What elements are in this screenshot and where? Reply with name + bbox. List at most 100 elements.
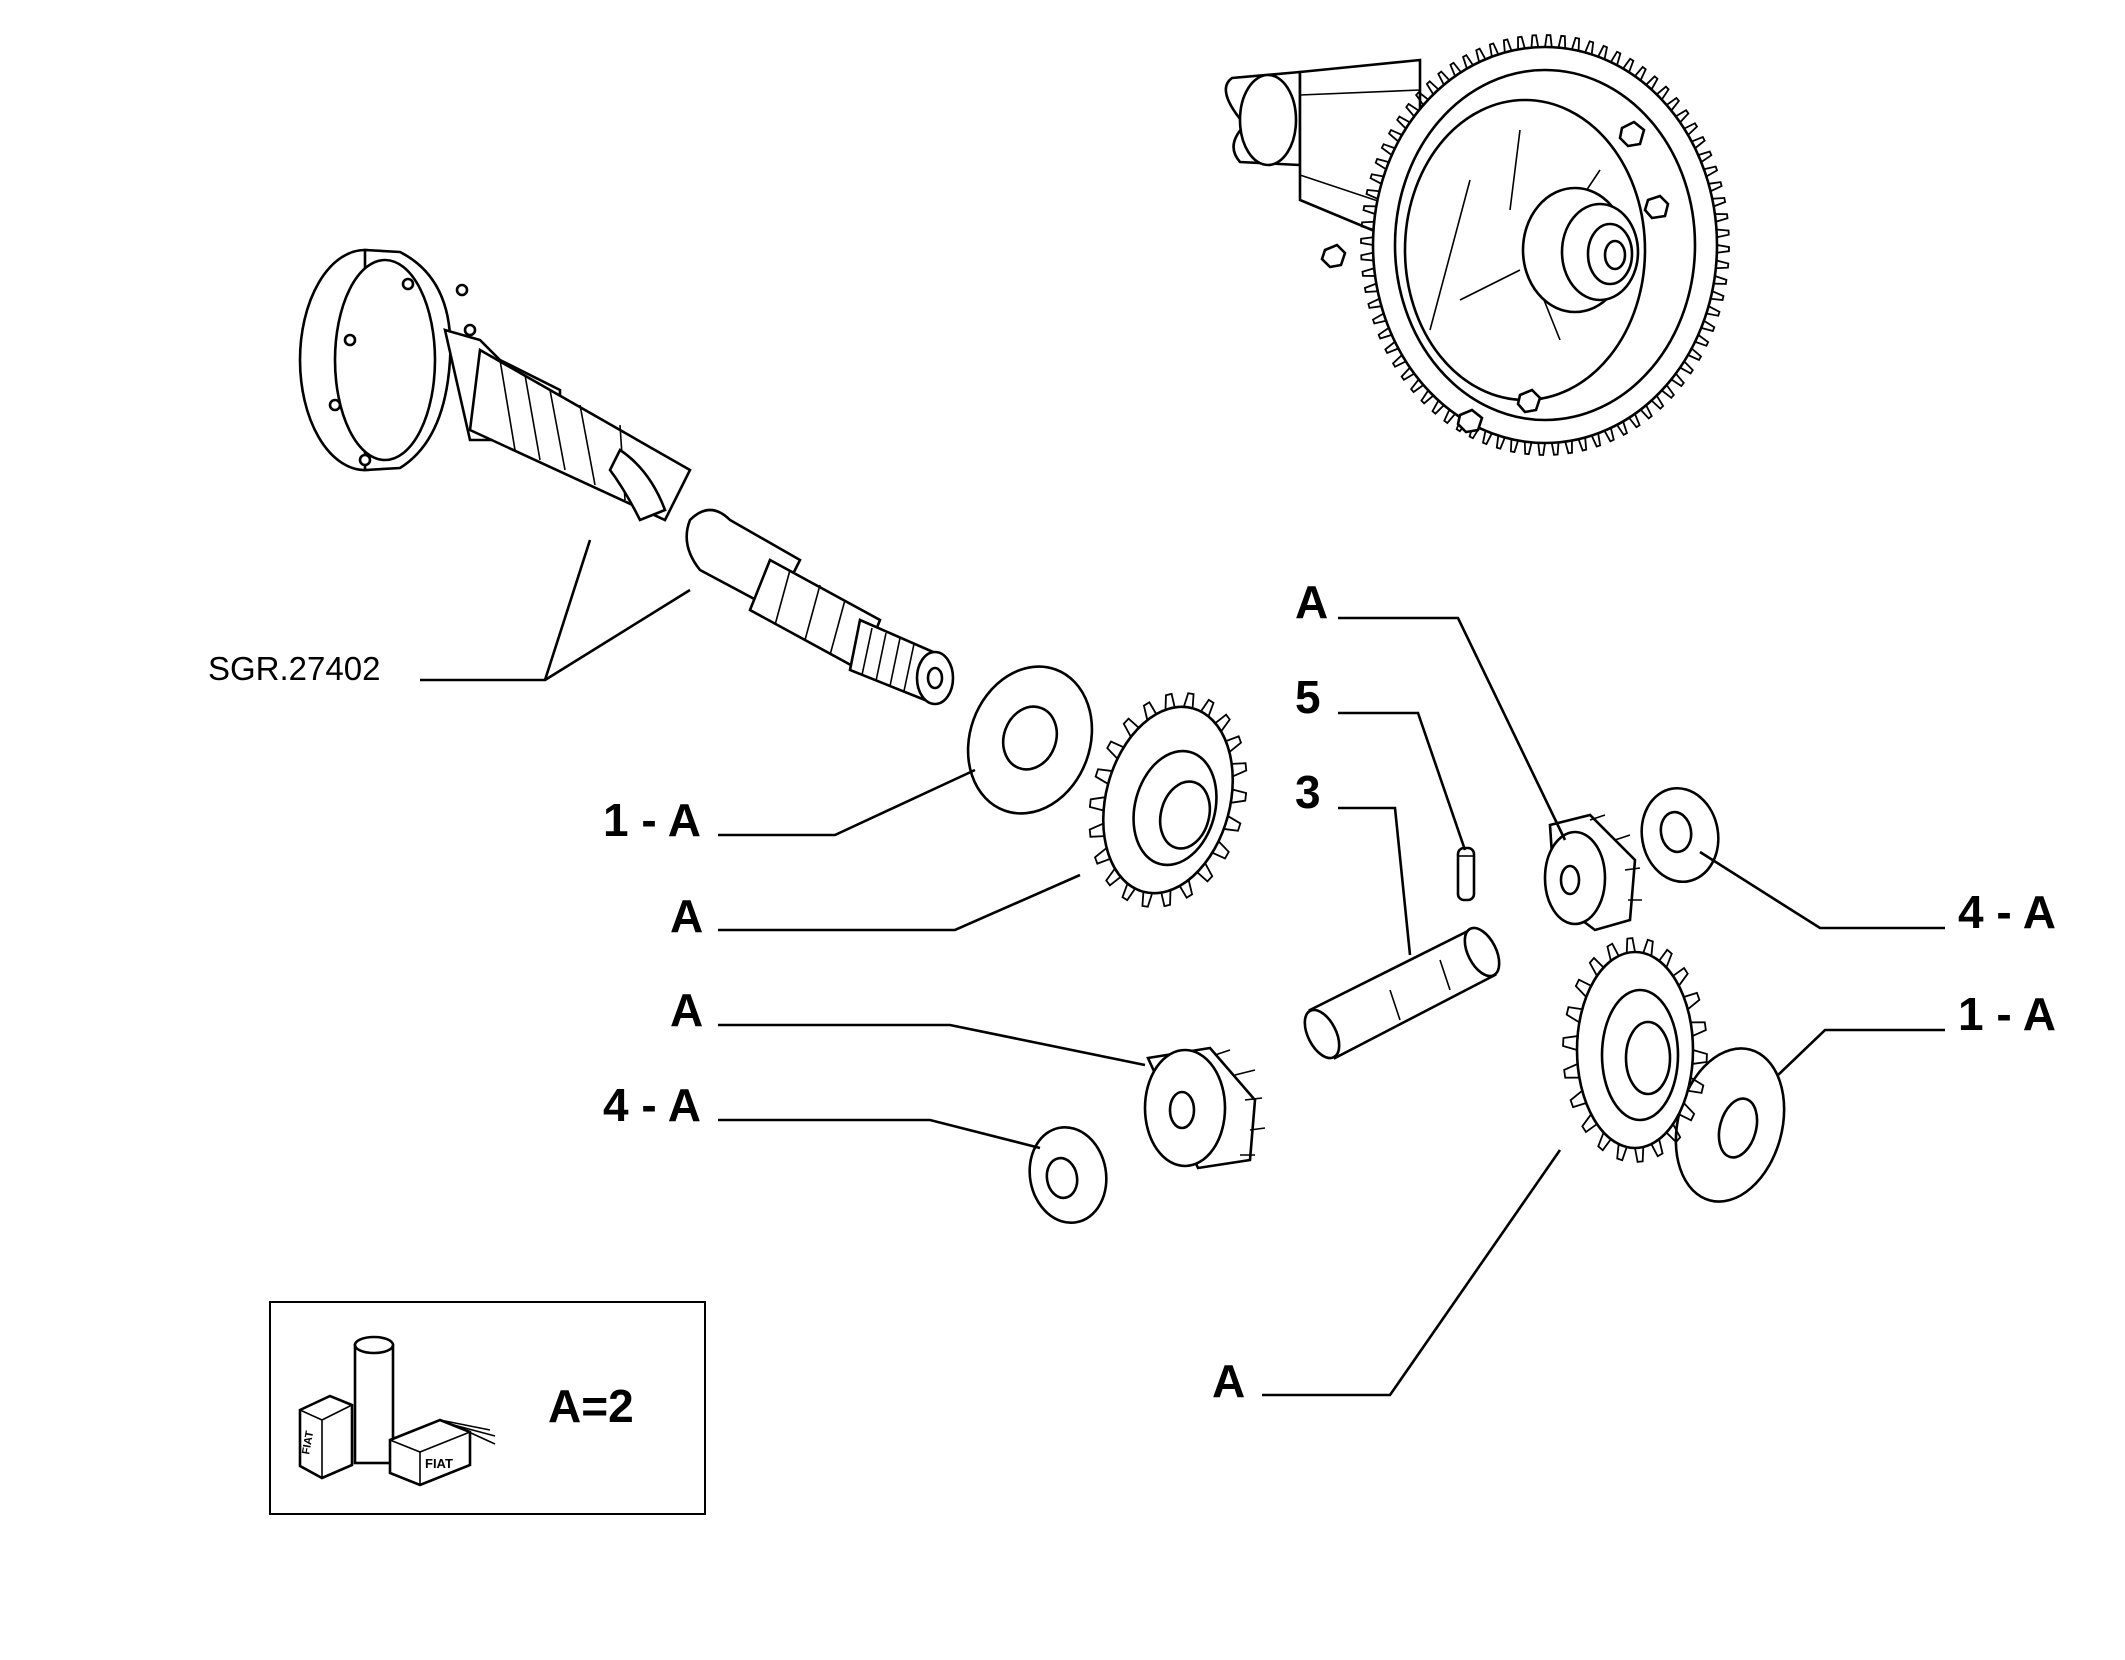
gear-tooth [1564, 440, 1573, 455]
roll-pin [1456, 846, 1476, 902]
gear-tooth [1400, 366, 1415, 382]
gear-tooth [1675, 108, 1690, 124]
callout-gear-left-lower: A [670, 984, 703, 1036]
callout-gear-left-upper: A [670, 890, 703, 942]
gear-tooth [1616, 421, 1629, 437]
gear-tooth [1523, 441, 1533, 456]
gear-tooth [1517, 35, 1526, 50]
gear-tooth [1708, 181, 1723, 193]
gear-tooth [1196, 862, 1214, 883]
gear-tooth [1365, 189, 1380, 200]
gear-tooth [1142, 701, 1158, 721]
gear-tooth [1642, 938, 1654, 957]
gear-tooth [1670, 373, 1685, 388]
gear-tooth [1713, 275, 1728, 285]
gear-tooth [1369, 173, 1384, 185]
callout-washer-1-right: 1 - A [1958, 988, 2056, 1040]
gear-tooth [1530, 34, 1540, 48]
gear-tooth [1141, 891, 1154, 908]
gear-tooth [1122, 717, 1140, 738]
gear-tooth [1716, 228, 1730, 239]
gear-tooth [1584, 40, 1595, 55]
callout-washer-1-top: 1 - A [603, 794, 701, 846]
gear-tooth [1683, 991, 1701, 1010]
gear-tooth [1590, 433, 1602, 448]
gear-tooth [1405, 102, 1420, 117]
gear-tooth [1622, 57, 1635, 73]
gear-tooth [1211, 840, 1230, 860]
gear-tooth [1634, 65, 1647, 81]
washer-4-left [1028, 1125, 1108, 1225]
gear-tooth [1588, 956, 1605, 977]
ring-gear-teeth [1360, 34, 1730, 456]
callout-gear-small-top-right: A [1295, 576, 1328, 628]
gear-tooth [1231, 762, 1248, 778]
gear-tooth [1367, 297, 1382, 309]
gear-tooth [1360, 236, 1374, 246]
housing-bolts [1320, 120, 1670, 434]
svg-text:FIAT: FIAT [425, 1456, 453, 1471]
gear-tooth [1616, 1143, 1628, 1162]
gear-tooth [1164, 692, 1176, 710]
gear-tooth [1571, 36, 1581, 51]
gear-tooth [1550, 442, 1560, 456]
differential-housing [1224, 34, 1730, 456]
gear-tooth [1225, 735, 1243, 753]
gear-tooth [1230, 788, 1248, 804]
gear-tooth [1606, 942, 1620, 962]
gear-tooth [1178, 879, 1194, 899]
gear-tooth [1716, 244, 1730, 254]
gear-tooth [1706, 305, 1721, 317]
gear-tooth [1714, 213, 1729, 223]
gear-tooth [1703, 165, 1719, 178]
gear-tooth [1387, 128, 1403, 143]
gear-tooth [1581, 1113, 1598, 1134]
gear-tooth [1509, 439, 1519, 454]
gear-tooth [1574, 978, 1592, 998]
gear-tooth [1105, 867, 1122, 887]
pinion-shaft [1303, 926, 1501, 1060]
gear-tooth [1121, 883, 1136, 902]
gear-tooth [1380, 143, 1396, 156]
gear-tooth [1665, 1123, 1682, 1144]
legend-text: A=2 [548, 1380, 634, 1432]
callout-washer-4-right: 4 - A [1958, 886, 2056, 938]
legend-box: FIAT FIAT A=2 [269, 1301, 706, 1515]
gear-tooth [1563, 1063, 1580, 1079]
callout-shaft: 3 [1295, 766, 1321, 818]
gear-tooth [1088, 796, 1106, 812]
gear-tooth [1094, 768, 1113, 785]
gear-tooth [1557, 34, 1567, 49]
gear-tooth [1569, 1090, 1587, 1109]
gear-tooth [1666, 96, 1681, 112]
gear-tooth [1694, 334, 1710, 347]
gear-tooth [1610, 50, 1622, 66]
gear-tooth [1597, 1132, 1612, 1152]
gear-tooth [1691, 135, 1706, 149]
gear-tooth [1409, 378, 1424, 394]
gear-tooth [1678, 1102, 1696, 1122]
gear-tooth [1363, 282, 1378, 293]
gear-tooth [1360, 220, 1375, 231]
gear-tooth [1106, 740, 1125, 760]
gear-tooth [1710, 290, 1725, 301]
reference-label: SGR.27402 [208, 650, 380, 687]
gear-tooth [1371, 312, 1387, 325]
gear-tooth [1577, 437, 1588, 452]
gear-tooth [1475, 47, 1487, 63]
gear-tooth [1634, 1146, 1645, 1163]
side-gear-right [1562, 937, 1708, 1163]
side-gear-left [1088, 692, 1248, 908]
gear-tooth [1420, 389, 1434, 405]
gear-tooth [1661, 384, 1675, 400]
gear-tooth [1396, 115, 1411, 130]
gear-tooth [1415, 90, 1429, 106]
gear-tooth [1093, 847, 1111, 865]
gear-tooth [1700, 320, 1716, 333]
gear-tooth [1656, 85, 1670, 101]
gear-tooth [1443, 409, 1456, 425]
gear-tooth [1645, 75, 1659, 90]
gear-tooth [1712, 197, 1727, 208]
fiat-parts-logo: FIAT FIAT [298, 1335, 496, 1487]
